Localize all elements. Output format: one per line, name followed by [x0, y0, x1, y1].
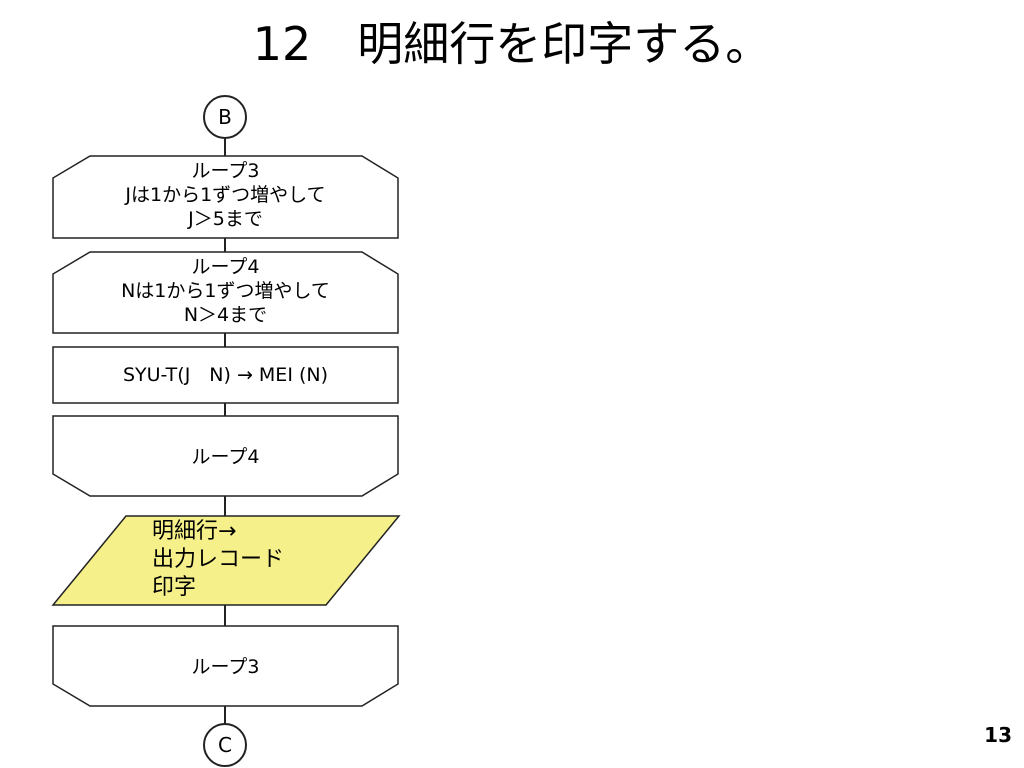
loop3-start-line-1: ループ3	[191, 160, 260, 182]
loop4-end-label: ループ4	[191, 446, 260, 468]
output-shape	[51, 515, 401, 606]
loop3-end-label: ループ3	[191, 656, 260, 678]
loop3-start-line-3: J＞5まで	[188, 208, 263, 230]
loop4-start-line-3: N＞4まで	[183, 304, 268, 326]
loop3-start-label: ループ3 Jは1から1ずつ増やして J＞5まで	[53, 159, 398, 231]
output-line-3: 印字	[152, 575, 197, 600]
loop3-start-line-2: Jは1から1ずつ増やして	[125, 184, 326, 206]
process-label: SYU-T(J N) → MEI (N)	[122, 364, 328, 386]
connector-b	[203, 95, 247, 139]
connector-c	[203, 723, 247, 767]
loop3-end-shape	[52, 625, 399, 707]
output-label: 明細行→ 出力レコード 印字	[152, 518, 284, 602]
loop4-start-label: ループ4 Nは1から1ずつ増やして N＞4まで	[53, 255, 398, 327]
output-line-2: 出力レコード	[152, 547, 285, 572]
connector-b-label: B	[218, 105, 232, 129]
connector-c-label: C	[218, 733, 232, 757]
loop4-start-shape	[52, 251, 399, 334]
loop4-start-line-1: ループ4	[191, 256, 260, 278]
output-line-1: 明細行→	[152, 519, 237, 544]
slide-title: 12 明細行を印字する。	[252, 17, 772, 71]
loop4-end-shape	[52, 415, 399, 497]
process-shape	[52, 346, 399, 404]
loop4-start-line-2: Nは1から1ずつ増やして	[121, 280, 330, 302]
page-number: 13	[984, 723, 1012, 747]
loop3-start-shape	[52, 155, 399, 239]
